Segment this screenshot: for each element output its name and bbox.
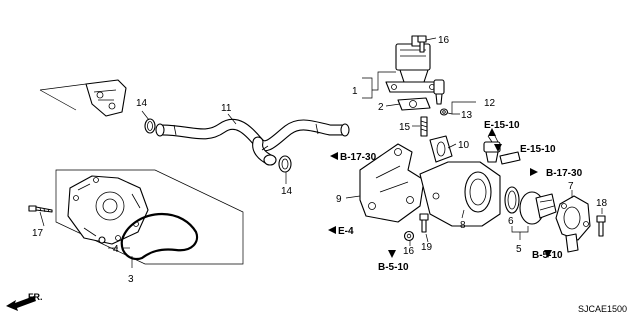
callout-13: 13 — [461, 110, 473, 121]
water-pump-box — [55, 169, 244, 265]
front-label: FR. — [28, 292, 43, 302]
o-ring-lower — [278, 155, 292, 173]
bolt-19 — [419, 213, 429, 233]
callout-12: 12 — [484, 98, 496, 109]
callout-6: 6 — [508, 216, 514, 227]
ref-b-17-30-left: B-17-30 — [340, 152, 377, 163]
o-ring-upper — [144, 118, 156, 134]
callout-14-upper: 14 — [136, 98, 148, 109]
callout-7: 7 — [568, 181, 574, 192]
callout-19: 19 — [421, 242, 433, 253]
gasket-10 — [429, 135, 453, 163]
reference-labels: B-17-30 B-17-30 E-15-10 E-15-10 E-4 B-5-… — [338, 120, 583, 273]
callout-11: 11 — [221, 103, 232, 114]
front-arrow-icon — [6, 296, 36, 311]
leader-lines — [39, 37, 603, 268]
callout-16-top: 16 — [438, 35, 450, 46]
callout-numbers: 1 2 3 4 5 6 7 8 9 10 11 12 13 14 14 15 1… — [32, 35, 608, 285]
callout-1: 1 — [352, 86, 358, 97]
bolt-16-lower — [403, 230, 415, 242]
callout-18: 18 — [596, 198, 608, 209]
ref-b-17-30-right: B-17-30 — [546, 168, 583, 179]
o-ring-6 — [504, 186, 520, 214]
thermostat — [519, 191, 557, 225]
ref-e-4: E-4 — [338, 226, 354, 237]
water-outlet — [419, 133, 521, 227]
water-hose — [155, 118, 350, 166]
hose-bracket — [39, 79, 127, 117]
bolt-18 — [596, 215, 606, 237]
egr-gasket — [397, 97, 431, 111]
callout-8: 8 — [460, 220, 466, 231]
thermostat-cover — [555, 195, 591, 253]
sensor-12 — [433, 79, 445, 105]
callout-5: 5 — [516, 244, 522, 255]
diagram-code: SJCAE1500 — [578, 304, 627, 314]
water-pump — [67, 175, 149, 245]
washer-13 — [439, 108, 449, 116]
ref-b-5-10-right: B-5-10 — [532, 250, 563, 261]
egr-valve — [385, 35, 441, 93]
callout-2: 2 — [378, 102, 384, 113]
stud-15 — [420, 116, 428, 137]
water-pump-gasket — [120, 212, 199, 261]
callout-15: 15 — [399, 122, 411, 133]
callout-4: 4 — [113, 244, 119, 255]
ref-e-15-10-lower: E-15-10 — [520, 144, 556, 155]
callout-16-lower: 16 — [403, 246, 415, 257]
callout-9: 9 — [336, 194, 342, 205]
bolt-17 — [28, 205, 53, 213]
callout-14-lower: 14 — [281, 186, 293, 197]
reference-arrows — [328, 128, 552, 258]
ref-e-15-10-upper: E-15-10 — [484, 120, 520, 131]
bolt-16-top — [417, 35, 427, 53]
callout-17: 17 — [32, 228, 44, 239]
callout-10: 10 — [458, 140, 470, 151]
front-indicator: FR. — [6, 292, 43, 311]
bracket-9 — [359, 143, 425, 223]
ref-b-5-10-left: B-5-10 — [378, 262, 409, 273]
callout-3: 3 — [128, 274, 134, 285]
